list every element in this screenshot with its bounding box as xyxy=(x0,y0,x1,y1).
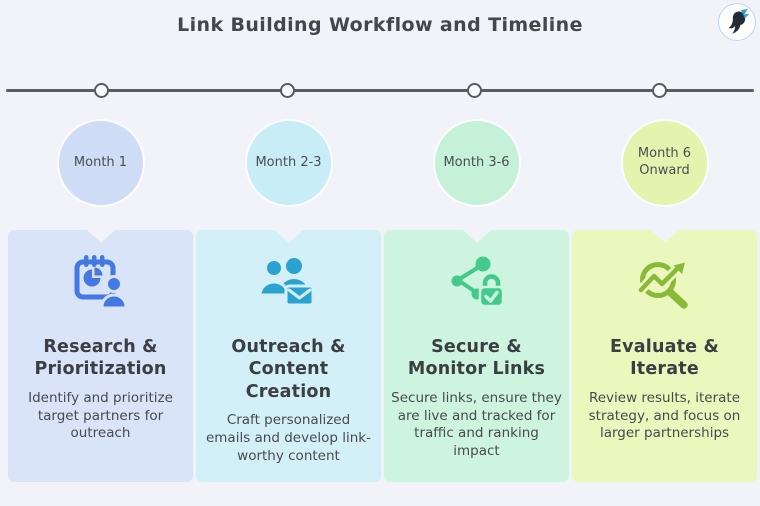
card-notch xyxy=(462,230,491,243)
month-circle: Month 6 Onward xyxy=(620,119,709,207)
month-circle: Month 3-6 xyxy=(432,119,521,207)
timeline-node-3 xyxy=(466,82,482,98)
page-title: Link Building Workflow and Timeline xyxy=(177,14,583,36)
magnifier-trend-icon xyxy=(572,255,757,313)
stage-column-1: Month 1 Research & Prioritization Identi… xyxy=(8,0,193,506)
timeline-node-2 xyxy=(279,82,295,98)
stage-column-2: Month 2-3 Outreach & Content Creation Cr… xyxy=(196,0,381,506)
timeline-line xyxy=(6,89,754,92)
month-circle: Month 2-3 xyxy=(244,119,333,207)
hummingbird-logo-icon xyxy=(728,8,750,34)
month-circle: Month 1 xyxy=(56,119,145,207)
calendar-user-icon xyxy=(8,255,193,313)
users-envelope-icon xyxy=(196,255,381,313)
stage-title: Outreach & Content Creation xyxy=(231,337,346,402)
stage-card: Evaluate & Iterate Review results, itera… xyxy=(572,230,757,482)
stage-column-4: Month 6 Onward Evaluate & Iterate Review… xyxy=(572,0,757,506)
stage-description: Secure links, ensure they are live and t… xyxy=(391,389,562,460)
stage-column-3: Month 3-6 Secure & Monitor Links Secure … xyxy=(384,0,569,506)
month-label: Month 6 Onward xyxy=(637,146,692,178)
card-notch xyxy=(86,230,115,243)
brand-logo[interactable] xyxy=(718,3,756,41)
stage-card: Outreach & Content Creation Craft person… xyxy=(196,230,381,482)
timeline-node-1 xyxy=(93,82,109,98)
stage-description: Review results, iterate strategy, and fo… xyxy=(588,389,741,442)
stage-title: Evaluate & Iterate xyxy=(609,337,720,380)
stage-title: Secure & Monitor Links xyxy=(407,337,546,380)
month-label: Month 3-6 xyxy=(443,154,510,170)
month-label: Month 1 xyxy=(73,154,128,170)
stage-description: Craft personalized emails and develop li… xyxy=(205,412,372,464)
stage-card: Secure & Monitor Links Secure links, ens… xyxy=(384,230,569,482)
card-notch xyxy=(650,230,679,243)
share-lock-icon xyxy=(384,255,569,313)
timeline-node-4 xyxy=(651,82,667,98)
stage-description: Identify and prioritize target partners … xyxy=(28,389,173,442)
stage-card: Research & Prioritization Identify and p… xyxy=(8,230,193,482)
month-label: Month 2-3 xyxy=(255,154,322,170)
card-notch xyxy=(274,230,303,243)
stage-title: Research & Prioritization xyxy=(34,337,167,380)
